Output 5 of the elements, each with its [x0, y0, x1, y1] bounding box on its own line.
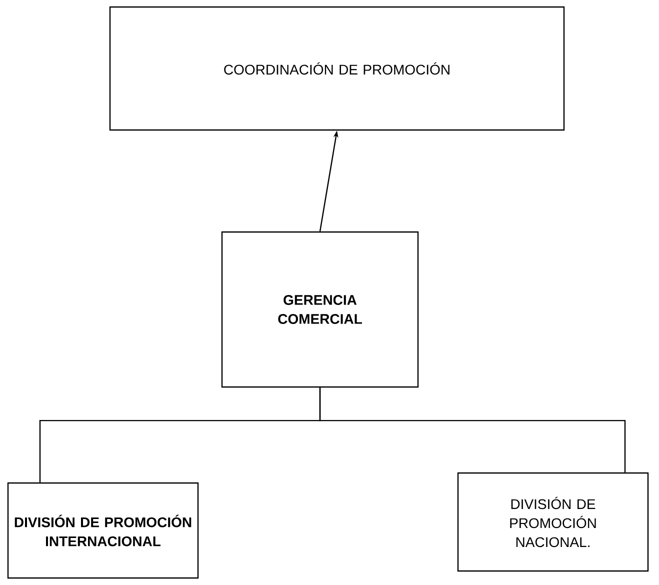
- org-box: COORDINACIÓN DE PROMOCIÓN: [109, 6, 565, 131]
- connector-line: [319, 388, 626, 472]
- org-box: GERENCIA COMERCIAL: [221, 231, 419, 388]
- org-box: DIVISIÓN DE PROMOCIÓN INTERNACIONAL: [7, 482, 199, 579]
- org-box: DIVISIÓN DE PROMOCIÓN NACIONAL.: [457, 472, 649, 572]
